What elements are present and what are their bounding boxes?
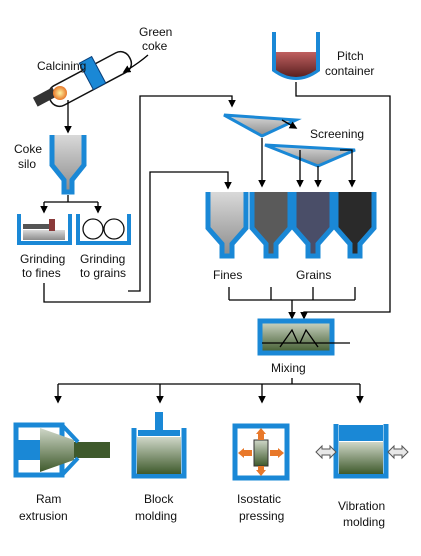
label-coke-silo-1: Coke bbox=[14, 142, 42, 156]
isostatic-press bbox=[232, 423, 290, 481]
label-grinding-grains-1: Grinding bbox=[80, 252, 125, 266]
label-block-molding-1: Block bbox=[144, 492, 174, 506]
label-vibration-2: molding bbox=[343, 515, 385, 529]
label-block-molding-2: molding bbox=[135, 509, 177, 523]
mixer bbox=[257, 318, 350, 356]
label-pitch-container-2: container bbox=[325, 64, 374, 78]
block-molding-press bbox=[131, 412, 187, 479]
label-coke-silo-2: silo bbox=[18, 157, 36, 171]
calciner-band bbox=[78, 55, 107, 91]
label-grinding-fines-2: to fines bbox=[22, 266, 61, 280]
coke-silo bbox=[49, 135, 87, 195]
flame-icon bbox=[53, 86, 67, 100]
vibration-left-icon bbox=[315, 444, 337, 460]
vibration-molding-press bbox=[315, 424, 409, 479]
label-vibration-1: Vibration bbox=[338, 499, 385, 513]
silo-grains-2 bbox=[291, 192, 335, 259]
grinder-fines bbox=[17, 214, 72, 245]
label-grinding-fines-1: Grinding bbox=[20, 252, 65, 266]
label-green-coke-2: coke bbox=[142, 39, 168, 53]
arrow-fines-to-fines-silo bbox=[43, 171, 232, 303]
label-grinding-grains-2: to grains bbox=[80, 266, 126, 280]
arrow-pitch-to-mixer bbox=[295, 82, 391, 320]
label-isostatic-2: pressing bbox=[239, 509, 284, 523]
label-screening: Screening bbox=[310, 127, 364, 141]
screen-upper bbox=[223, 113, 302, 138]
arrow-green-coke bbox=[122, 54, 149, 73]
label-calcining: Calcining bbox=[37, 59, 86, 73]
grinder-grains bbox=[76, 214, 131, 245]
ram-extrusion-press bbox=[13, 422, 110, 478]
label-mixing: Mixing bbox=[271, 361, 306, 375]
label-green-coke-1: Green bbox=[139, 25, 172, 39]
pitch-container bbox=[272, 32, 320, 80]
screen-lower bbox=[264, 143, 356, 168]
silo-grains-1 bbox=[249, 192, 293, 259]
silo-grains-3 bbox=[333, 192, 377, 259]
calciner bbox=[32, 50, 133, 108]
label-ram-extrusion-2: extrusion bbox=[19, 509, 68, 523]
arrow-grains-to-screening bbox=[128, 95, 236, 292]
arrow-screen-to-grain4 bbox=[340, 149, 356, 188]
label-grains: Grains bbox=[296, 268, 331, 282]
label-isostatic-1: Isostatic bbox=[237, 492, 281, 506]
label-pitch-container-1: Pitch bbox=[337, 49, 364, 63]
calciner-burner bbox=[32, 87, 58, 107]
label-ram-extrusion-1: Ram bbox=[36, 492, 61, 506]
label-fines: Fines bbox=[213, 268, 242, 282]
arrow-screen-upper bbox=[281, 119, 298, 129]
silo-fines bbox=[205, 192, 249, 259]
vibration-right-icon bbox=[387, 444, 409, 460]
